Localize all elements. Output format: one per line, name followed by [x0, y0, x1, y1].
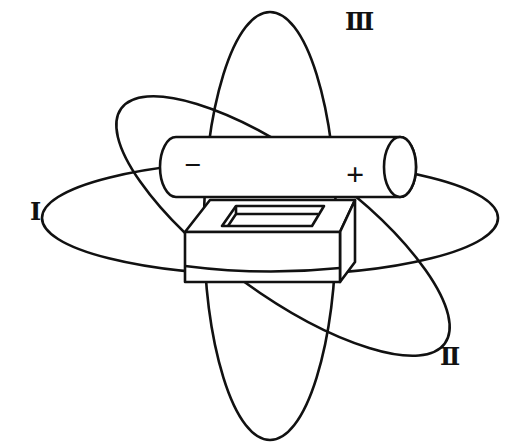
loop-label: Ⅰ [30, 200, 41, 224]
loop-label: Ⅲ [345, 10, 374, 34]
stand-box [185, 200, 355, 282]
loop-one-front [185, 266, 340, 272]
plus-sign: + [346, 158, 364, 190]
loop-two [81, 53, 485, 398]
battery-symbol [160, 137, 416, 197]
loop-label: Ⅱ [440, 345, 460, 369]
minus-sign: − [184, 150, 201, 180]
